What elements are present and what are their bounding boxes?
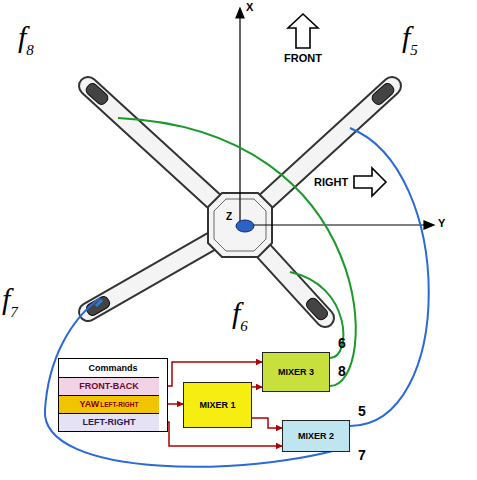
motor bbox=[370, 82, 396, 107]
mixer-box: MIXER 3 bbox=[262, 352, 330, 392]
output-number: 8 bbox=[338, 364, 346, 378]
motor-label: f7 bbox=[2, 284, 18, 320]
command-cell: YAWLEFT-RIGHT bbox=[59, 395, 159, 413]
axis-label: X bbox=[246, 2, 253, 13]
signal-arrow bbox=[252, 418, 282, 428]
axis-label: Z bbox=[226, 212, 232, 222]
command-table: CommandsFRONT-BACKYAWLEFT-RIGHTLEFT-RIGH… bbox=[58, 358, 168, 432]
motor-label: f5 bbox=[402, 22, 418, 58]
mixer-box: MIXER 1 bbox=[183, 382, 252, 428]
mixer-label: MIXER 2 bbox=[298, 431, 334, 441]
front-arrow bbox=[288, 14, 318, 48]
output-number: 5 bbox=[358, 404, 366, 418]
mixer-wires bbox=[45, 118, 429, 467]
motor-label: f8 bbox=[18, 22, 34, 58]
wire-to-motor-5 bbox=[350, 128, 429, 426]
axes bbox=[236, 8, 434, 229]
command-label: FRONT-BACK bbox=[79, 381, 139, 391]
mixer-label: MIXER 3 bbox=[278, 367, 314, 377]
y-axis bbox=[240, 224, 426, 225]
motor bbox=[85, 295, 112, 317]
command-cell: FRONT-BACK bbox=[59, 377, 159, 395]
command-cell: LEFT-RIGHT bbox=[59, 413, 159, 431]
output-number: 7 bbox=[358, 448, 366, 462]
output-number: 6 bbox=[338, 336, 346, 350]
motor bbox=[304, 296, 329, 322]
axis-arrowhead bbox=[424, 221, 434, 229]
wire-to-motor-6 bbox=[290, 272, 343, 358]
axis-label: Y bbox=[438, 218, 445, 229]
motor bbox=[84, 82, 110, 107]
command-label: YAW bbox=[80, 399, 100, 409]
direction-label: RIGHT bbox=[314, 177, 348, 188]
wire-to-motor-8 bbox=[118, 118, 356, 386]
mixer-box: MIXER 2 bbox=[282, 420, 350, 452]
axis-arrowhead bbox=[236, 8, 244, 18]
signal-arrow bbox=[252, 386, 262, 388]
motor-label: f6 bbox=[232, 298, 248, 334]
command-label: LEFT-RIGHT bbox=[83, 417, 136, 427]
x-axis bbox=[239, 16, 240, 225]
z-axis-marker bbox=[236, 220, 254, 232]
wire-to-motor-7 bbox=[45, 298, 350, 467]
direction-label: FRONT bbox=[284, 53, 322, 64]
command-label: LEFT-RIGHT bbox=[100, 401, 138, 408]
right-arrow bbox=[354, 168, 386, 196]
table-heading: Commands bbox=[59, 359, 167, 377]
mixer-label: MIXER 1 bbox=[199, 400, 235, 410]
